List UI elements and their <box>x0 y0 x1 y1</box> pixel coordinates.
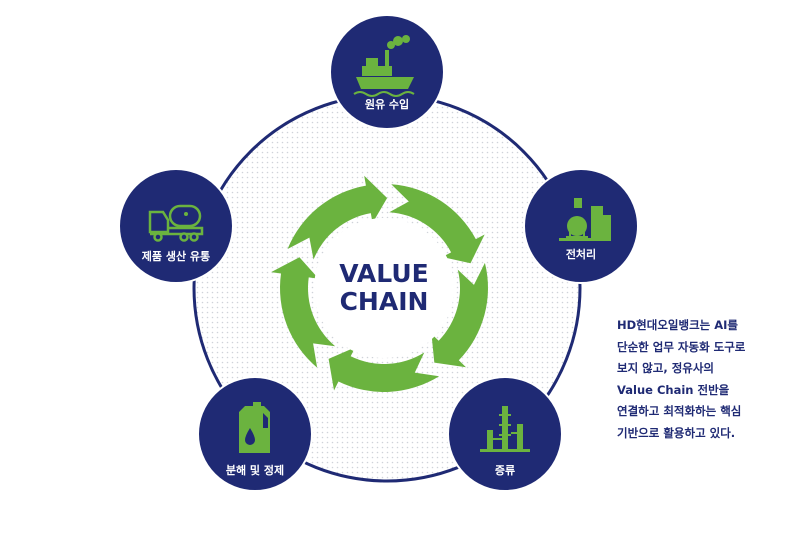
cycle-arrow-segment <box>287 175 388 260</box>
description-line: 연결하고 최적화하는 핵심 <box>617 404 742 418</box>
node-crude-import: 원유 수입 <box>329 14 445 130</box>
description-line: 단순한 업무 자동화 도구로 <box>617 339 746 354</box>
tanker-truck-icon <box>148 204 204 242</box>
distillation-tower-icon <box>480 406 530 452</box>
node-label: 분해 및 정제 <box>226 463 284 477</box>
description-line: 기반으로 활용하고 있다. <box>617 425 736 440</box>
description-text: HD현대오일뱅크는 AI를 단순한 업무 자동화 도구로 보지 않고, 정유사의… <box>617 315 797 444</box>
node-label: 제품 생산 유통 <box>142 249 210 263</box>
node-distillation: 증류 <box>447 376 563 492</box>
cycle-arrow-segment <box>271 257 336 368</box>
cycle-arrow-segment <box>328 347 440 392</box>
center-title-line1: VALUE <box>339 259 428 288</box>
description-line: Value Chain 전반을 <box>617 382 730 397</box>
node-production-distribution: 제품 생산 유통 <box>118 168 234 284</box>
node-label: 증류 <box>495 464 515 477</box>
refinery-tank-icon <box>559 198 611 241</box>
cycle-arrow-segment <box>431 262 488 368</box>
node-pretreatment: 전처리 <box>523 168 639 284</box>
center-title-line2: CHAIN <box>340 287 429 316</box>
node-label: 원유 수입 <box>365 97 409 111</box>
lubricant-bottle-icon <box>239 402 270 453</box>
center-disk <box>314 218 454 358</box>
node-cracking-refining: 분해 및 정제 <box>197 376 313 492</box>
node-label: 전처리 <box>566 247 596 261</box>
cycle-arrow-segment <box>389 184 485 264</box>
cycle-arrows <box>271 175 488 392</box>
description-line: 보지 않고, 정유사의 <box>617 361 715 375</box>
description-line: HD현대오일뱅크는 AI를 <box>617 318 738 332</box>
oil-tanker-ship-icon <box>353 35 415 97</box>
